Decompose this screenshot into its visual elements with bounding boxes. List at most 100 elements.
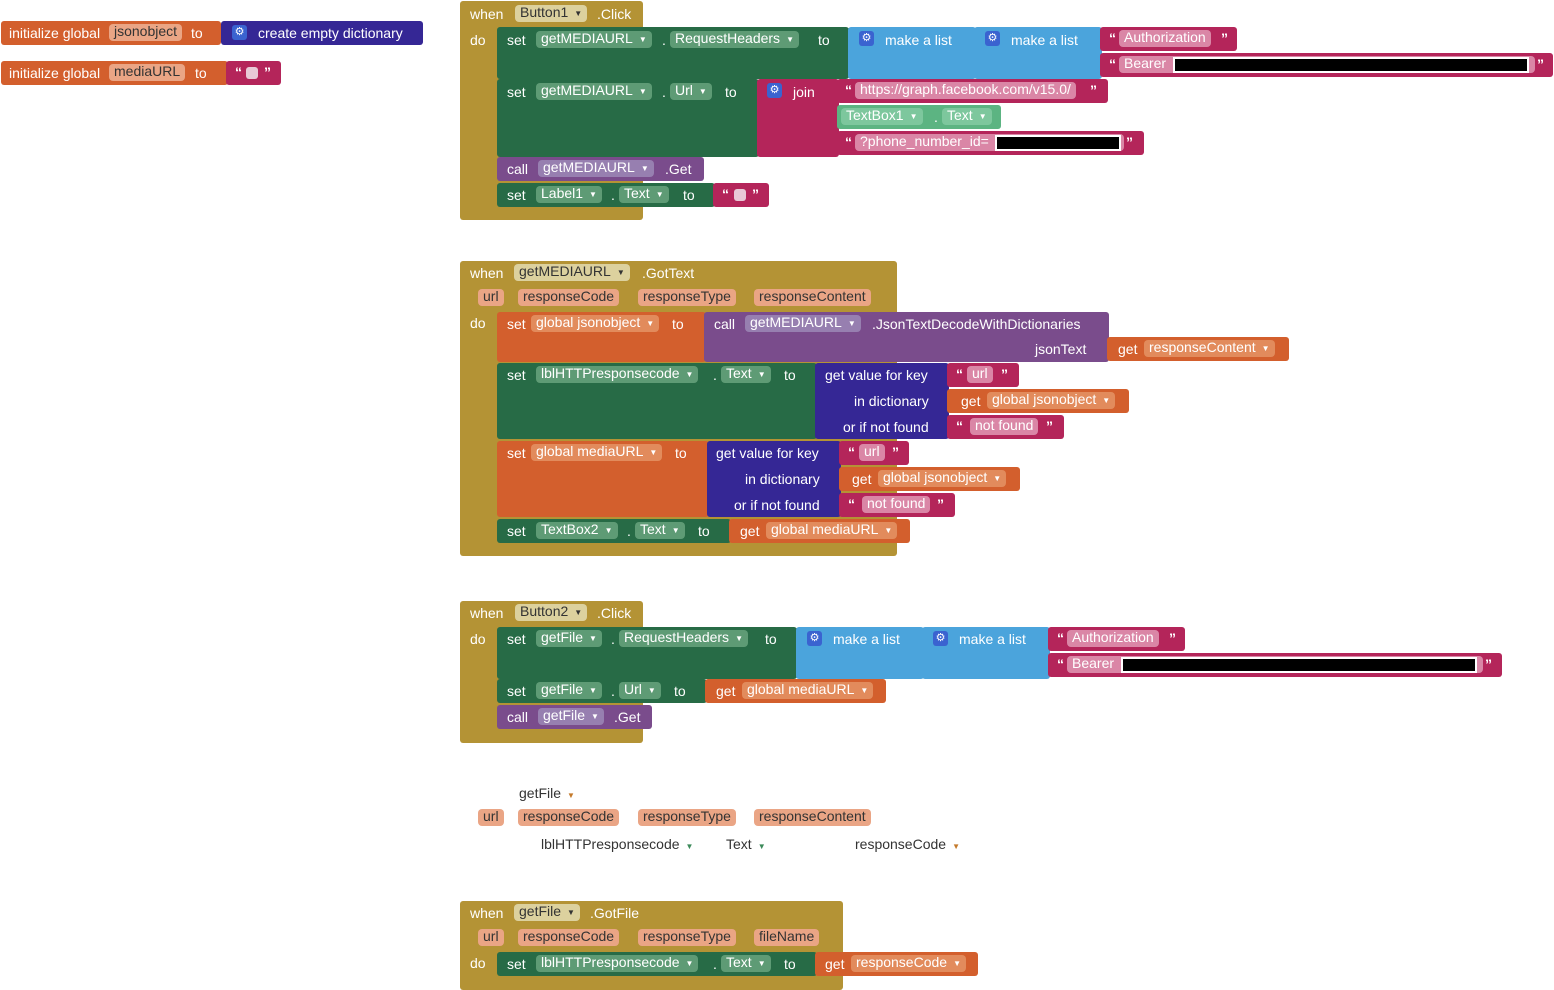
set-getfile-url-block[interactable]: set getFile▼ . Url▼ to — [497, 679, 707, 703]
variable-dropdown-responsecode[interactable]: responseCode▼ — [851, 955, 966, 972]
call-json-decode-block[interactable]: call getMEDIAURL▼ .JsonTextDecodeWithDic… — [704, 312, 1109, 362]
component-dropdown-label1[interactable]: Label1▼ — [536, 186, 602, 203]
text-block-not-found[interactable]: “ not found ” — [839, 493, 955, 517]
init-global-mediaurl-block[interactable]: initialize global mediaURL to — [1, 61, 228, 85]
text-block-not-found[interactable]: “ not found ” — [947, 415, 1064, 439]
text-field-authorization[interactable]: Authorization — [1067, 630, 1159, 647]
gear-icon[interactable]: ⚙ — [933, 631, 948, 646]
ghost-component-dropdown-getfile[interactable]: getFile▼ — [519, 785, 575, 801]
variable-name-mediaurl[interactable]: mediaURL — [109, 64, 186, 81]
set-lblhttp-text-block[interactable]: set lblHTTPresponsecode▼ . Text▼ to — [497, 952, 817, 976]
variable-dropdown-responsecontent[interactable]: responseContent▼ — [1144, 340, 1275, 357]
call-getfile-get-block[interactable]: call getFile▼ .Get — [497, 705, 652, 729]
get-global-mediaurl-block[interactable]: get global mediaURL▼ — [705, 679, 886, 703]
init-global-jsonobject-block[interactable]: initialize global jsonobject to — [1, 21, 221, 45]
get-value-for-key-block[interactable]: get value for key in dictionary or if no… — [707, 441, 841, 517]
text-block-authorization[interactable]: “ Authorization ” — [1048, 627, 1185, 651]
text-field-not-found[interactable]: not found — [862, 496, 931, 513]
set-textbox2-text-block[interactable]: set TextBox2▼ . Text▼ to — [497, 519, 731, 543]
empty-text-field[interactable] — [246, 67, 258, 79]
set-url-block[interactable]: set getMEDIAURL▼ . Url▼ to — [497, 79, 759, 157]
set-label1-text-block[interactable]: set Label1▼ . Text▼ to — [497, 183, 715, 207]
make-a-list-block-inner[interactable]: ⚙ make a list — [922, 627, 1050, 679]
param-url[interactable]: url — [478, 289, 504, 306]
get-value-for-key-block[interactable]: get value for key in dictionary or if no… — [815, 363, 949, 439]
text-block-authorization[interactable]: “ Authorization ” — [1100, 27, 1237, 51]
property-dropdown-text[interactable]: Text▼ — [721, 366, 771, 383]
param-filename[interactable]: fileName — [754, 929, 820, 946]
get-global-mediaurl-block[interactable]: get global mediaURL▼ — [729, 519, 910, 543]
property-dropdown-url[interactable]: Url▼ — [670, 83, 712, 100]
property-dropdown-text[interactable]: Text▼ — [942, 108, 992, 125]
component-dropdown-getmediaurl[interactable]: getMEDIAURL▼ — [536, 31, 652, 48]
component-dropdown-getfile[interactable]: getFile▼ — [536, 630, 602, 647]
empty-text-block[interactable]: “ ” — [226, 61, 281, 85]
gear-icon[interactable]: ⚙ — [767, 83, 782, 98]
get-global-jsonobject-block[interactable]: get global jsonobject▼ — [947, 389, 1129, 413]
param-responsecode[interactable]: responseCode — [518, 289, 620, 306]
variable-dropdown-global-jsonobject[interactable]: global jsonobject▼ — [987, 392, 1116, 409]
set-global-mediaurl-block[interactable]: set global mediaURL▼ to — [497, 441, 709, 517]
gear-icon[interactable]: ⚙ — [807, 631, 822, 646]
text-field-graph-url[interactable]: https://graph.facebook.com/v15.0/ — [855, 82, 1076, 99]
text-field-not-found[interactable]: not found — [970, 418, 1039, 435]
call-getmediaurl-get-block[interactable]: call getMEDIAURL▼ .Get — [497, 157, 704, 181]
set-getfile-requestheaders-block[interactable]: set getFile▼ . RequestHeaders▼ to — [497, 627, 797, 679]
property-dropdown-text[interactable]: Text▼ — [619, 186, 669, 203]
gear-icon[interactable]: ⚙ — [859, 31, 874, 46]
text-block-graph-url[interactable]: “ https://graph.facebook.com/v15.0/ ” — [837, 79, 1108, 103]
ghost-variable-dropdown-responsecode[interactable]: responseCode▼ — [855, 836, 960, 852]
component-dropdown-getmediaurl[interactable]: getMEDIAURL▼ — [538, 160, 654, 177]
component-dropdown-lblhttp[interactable]: lblHTTPresponsecode▼ — [536, 366, 699, 383]
component-dropdown-getmediaurl[interactable]: getMEDIAURL▼ — [514, 264, 630, 281]
param-url[interactable]: url — [478, 929, 504, 946]
param-responsecontent[interactable]: responseContent — [754, 809, 871, 826]
component-dropdown-getmediaurl[interactable]: getMEDIAURL▼ — [536, 83, 652, 100]
text-field-url[interactable]: url — [967, 366, 993, 383]
set-lblhttp-text-block[interactable]: set lblHTTPresponsecode▼ . Text▼ to — [497, 363, 817, 439]
event-block-getfile-gotfile[interactable]: when getFile▼ .GotFile url responseCode … — [460, 901, 843, 990]
component-dropdown-textbox2[interactable]: TextBox2▼ — [536, 522, 618, 539]
property-dropdown-requestheaders[interactable]: RequestHeaders▼ — [619, 630, 748, 647]
param-responsetype[interactable]: responseType — [638, 289, 736, 306]
variable-dropdown-global-jsonobject[interactable]: global jsonobject▼ — [531, 315, 660, 332]
text-block-bearer[interactable]: “ Bearer ” — [1048, 653, 1502, 677]
component-dropdown-getfile[interactable]: getFile▼ — [538, 708, 604, 725]
set-requestheaders-block[interactable]: set getMEDIAURL▼ . RequestHeaders▼ to — [497, 27, 849, 79]
empty-text-block[interactable]: “ ” — [713, 183, 769, 207]
property-dropdown-url[interactable]: Url▼ — [619, 682, 661, 699]
text-field-authorization[interactable]: Authorization — [1119, 30, 1211, 47]
variable-dropdown-global-jsonobject[interactable]: global jsonobject▼ — [878, 470, 1007, 487]
param-responsetype[interactable]: responseType — [638, 809, 736, 826]
variable-name-jsonobject[interactable]: jsonobject — [109, 24, 183, 41]
text-block-phone-param[interactable]: “ ?phone_number_id= ” — [837, 131, 1144, 155]
param-responsecode[interactable]: responseCode — [518, 929, 620, 946]
param-url[interactable]: url — [478, 809, 504, 826]
variable-dropdown-global-mediaurl[interactable]: global mediaURL▼ — [531, 444, 663, 461]
get-global-jsonobject-block[interactable]: get global jsonobject▼ — [839, 467, 1020, 491]
make-a-list-block-inner[interactable]: ⚙ make a list — [974, 27, 1102, 79]
component-dropdown-button1[interactable]: Button1▼ — [515, 5, 588, 22]
text-field-url[interactable]: url — [859, 444, 885, 461]
component-dropdown-button2[interactable]: Button2▼ — [515, 604, 588, 621]
component-dropdown-getmediaurl[interactable]: getMEDIAURL▼ — [745, 315, 861, 332]
make-a-list-block-outer[interactable]: ⚙ make a list — [848, 27, 976, 79]
ghost-property-dropdown-text[interactable]: Text▼ — [726, 836, 766, 852]
text-block-key-url[interactable]: “ url ” — [839, 441, 909, 465]
param-responsecontent[interactable]: responseContent — [754, 289, 871, 306]
get-responsecode-block[interactable]: get responseCode▼ — [815, 952, 978, 976]
make-a-list-block-outer[interactable]: ⚙ make a list — [796, 627, 924, 679]
create-empty-dictionary-block[interactable]: ⚙ create empty dictionary — [221, 21, 423, 45]
text-block-bearer[interactable]: “ Bearer ” — [1100, 53, 1553, 77]
gear-icon[interactable]: ⚙ — [985, 31, 1000, 46]
param-responsetype[interactable]: responseType — [638, 929, 736, 946]
component-dropdown-getfile[interactable]: getFile▼ — [514, 904, 580, 921]
property-dropdown-text[interactable]: Text▼ — [635, 522, 685, 539]
join-block[interactable]: ⚙ join — [757, 79, 839, 157]
set-global-jsonobject-block[interactable]: set global jsonobject▼ to — [497, 312, 706, 362]
getter-textbox1-text-block[interactable]: TextBox1▼ . Text▼ — [837, 105, 1001, 129]
param-responsecode[interactable]: responseCode — [518, 809, 620, 826]
variable-dropdown-global-mediaurl[interactable]: global mediaURL▼ — [742, 682, 874, 699]
component-dropdown-getfile[interactable]: getFile▼ — [536, 682, 602, 699]
